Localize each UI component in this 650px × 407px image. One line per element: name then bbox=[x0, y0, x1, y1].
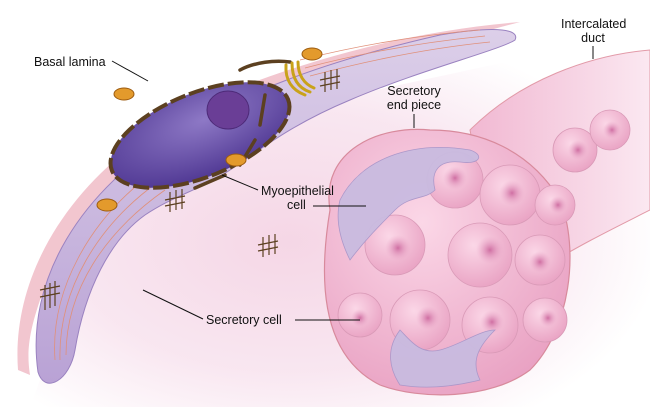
label-secretory-end-piece: Secretory end piece bbox=[382, 84, 446, 112]
golgi-apparatus bbox=[284, 60, 316, 97]
myoepithelial-process-lower bbox=[390, 329, 496, 388]
label-basal-lamina: Basal lamina bbox=[34, 55, 106, 69]
label-myoepithelial-cell-line2: cell bbox=[287, 198, 306, 212]
myoepithelial-process-upper bbox=[337, 147, 480, 261]
leader-myoepithelial-cell-a bbox=[221, 174, 259, 191]
mitochondria bbox=[96, 47, 323, 212]
leader-secretory-cell-a bbox=[142, 289, 204, 320]
leader-basal-lamina bbox=[111, 60, 149, 82]
label-secretory-end-piece-line1: Secretory bbox=[387, 84, 441, 98]
secretory-end-piece bbox=[323, 49, 650, 396]
label-intercalated-duct-line2: duct bbox=[581, 31, 605, 45]
rough-endoplasmic-reticulum bbox=[193, 59, 292, 190]
label-myoepithelial-cell-line1: Myoepithelial bbox=[261, 184, 334, 198]
nucleolus bbox=[206, 90, 250, 130]
desmosomes bbox=[39, 69, 341, 310]
leader-lines bbox=[111, 46, 594, 321]
label-intercalated-duct-line1: Intercalated bbox=[561, 17, 627, 31]
label-myoepithelial-cell: Myoepithelial cell bbox=[261, 184, 334, 212]
secretory-cell-nuclei bbox=[351, 121, 621, 334]
label-secretory-cell: Secretory cell bbox=[206, 313, 282, 327]
label-secretory-end-piece-line2: end piece bbox=[386, 98, 442, 112]
label-intercalated-duct: Intercalated duct bbox=[561, 17, 627, 45]
